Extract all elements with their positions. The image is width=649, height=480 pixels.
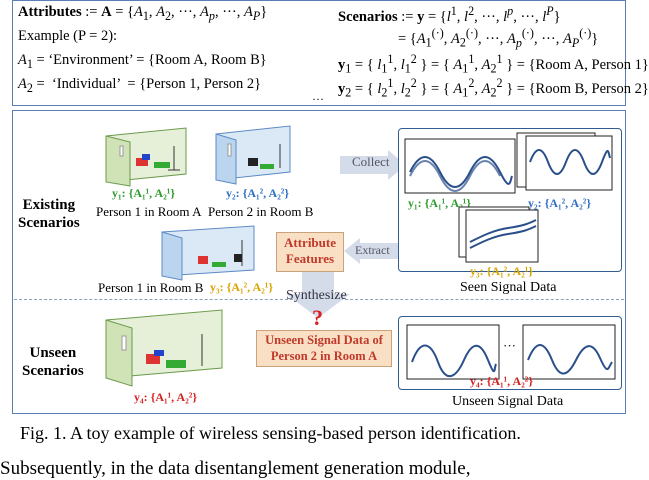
signal-plot-y4b [522, 324, 616, 380]
y1-definition: y1 = { l11, l12 } = { A11, A21 } = {Room… [338, 52, 649, 76]
caption-person1-room-a: Person 1 in Room A [96, 204, 202, 219]
extract-arrow [344, 238, 400, 264]
y4-tag: y₄: {A₁¹, A₂²} [134, 390, 198, 404]
diagram-box [12, 110, 626, 414]
signal-dots: ··· [503, 338, 516, 353]
scenarios-definition: Scenarios := y = {l1, l2, ···, lp, ···, … [338, 4, 561, 25]
body-text: Subsequently, in the data disentanglemen… [0, 458, 471, 479]
y3-tag: y₃: {A₁², A₂¹} [210, 280, 274, 294]
caption-person2-room-b: Person 2 in Room B [208, 204, 314, 219]
room-b-person1-illustration [161, 225, 255, 281]
question-mark: ? [312, 305, 323, 330]
signal-plot-y1 [404, 138, 516, 194]
extract-label: Extract [355, 243, 390, 257]
room-a-person2-illustration [105, 309, 223, 387]
signal-y2-tag: y₂: {A₁², A₂²} [528, 196, 592, 210]
signal-y1-tag: y₁: {A₁¹, A₂¹} [408, 196, 472, 210]
ellipsis: ··· [312, 92, 324, 106]
synthesize-label: Synthesize [286, 288, 347, 303]
example-label: Example (P = 2): [18, 28, 118, 44]
seen-signal-caption: Seen Signal Data [460, 280, 557, 295]
figure-caption: Fig. 1. A toy example of wireless sensin… [20, 423, 521, 443]
attributes-definition: Attributes := A = {A1, A2, ···, Ap, ···,… [18, 4, 268, 23]
caption-person1-room-b: Person 1 in Room B [98, 280, 204, 295]
signal-plot-y4a [406, 324, 500, 380]
y1-tag: y₁: {A₁¹, A₂¹} [112, 186, 176, 200]
room-b-person2-illustration [215, 125, 291, 185]
signal-y3-tag: y₃: {A₁², A₂¹} [470, 264, 534, 278]
synthesize-arrow [286, 272, 350, 318]
signal-plot-y2 [516, 132, 613, 191]
collect-label: Collect [352, 154, 390, 169]
scenarios-definition-2: = {A1(·), A2(·), ···, Ap(·), ···, AP(·)} [398, 26, 599, 50]
a1-definition: A1 = ‘Environment’ = {Room A, Room B} [18, 52, 267, 71]
signal-y4-tag: y₄: {A₁¹, A₂²} [470, 374, 534, 388]
y2-definition: y2 = { l21, l22 } = { A12, A22 } = {Room… [338, 76, 649, 100]
definitions-box [12, 0, 626, 106]
a2-definition: A2 = ‘Individual’ = {Person 1, Person 2} [18, 76, 262, 95]
collect-arrow [340, 150, 406, 180]
unseen-signal-caption: Unseen Signal Data [452, 394, 564, 409]
signal-plot-y3 [458, 206, 539, 263]
room-a-person1-illustration [105, 127, 187, 187]
y2-tag: y₂: {A₁², A₂²} [226, 186, 290, 200]
